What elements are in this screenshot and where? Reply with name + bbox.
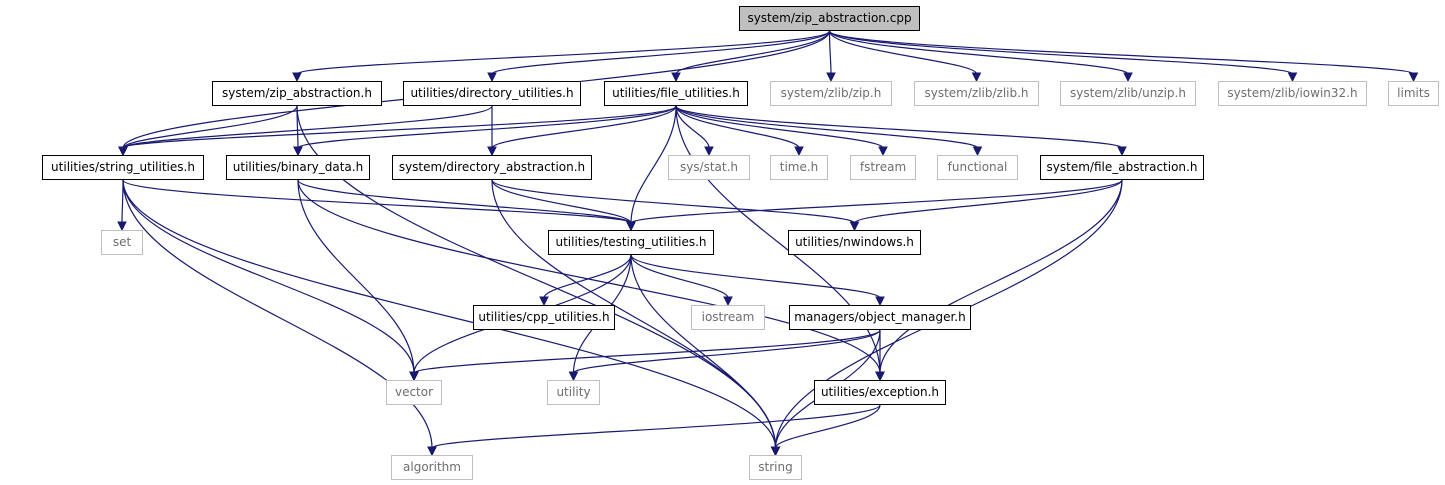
edge-file_util-to-sys_stat <box>675 105 710 149</box>
node-set[interactable]: set <box>101 230 143 255</box>
edge-test_util-to-cpp_util <box>543 254 632 299</box>
arrowhead-file_util-to-fstream <box>878 146 888 157</box>
node-iostream[interactable]: iostream <box>691 305 765 330</box>
node-zlib-unzip-h[interactable]: system/zlib/unzip.h <box>1060 81 1196 106</box>
node-limits[interactable]: limits <box>1388 81 1439 106</box>
edge-file_util-to-dir_abs <box>491 105 677 149</box>
arrowhead-root-to-file_util <box>671 72 681 83</box>
edge-dir_util-to-str_util <box>122 105 493 149</box>
arrowhead-root-to-zlib_zip <box>826 72 836 83</box>
arrowhead-file_util-to-sys_stat <box>704 146 714 157</box>
node-directory-utilities-h[interactable]: utilities/directory_utilities.h <box>403 81 581 106</box>
edge-file_util-to-fstream <box>675 105 884 149</box>
node-fstream[interactable]: fstream <box>850 155 916 180</box>
edge-exception-to-algorithm <box>431 404 881 449</box>
arrowhead-exception-to-string <box>770 446 781 457</box>
arrowhead-root-to-zlib_zlib <box>971 72 982 83</box>
edge-file_abs-to-exception <box>879 179 1123 374</box>
edge-zip_h-to-str_util <box>122 105 298 149</box>
edge-dir_abs-to-nwindows <box>491 179 856 224</box>
arrowhead-obj_mgr-to-exception <box>875 371 885 382</box>
node-zlib-zlib-h[interactable]: system/zlib/zlib.h <box>914 81 1039 106</box>
edge-obj_mgr-to-vector <box>413 329 881 374</box>
node-binary-data-h[interactable]: utilities/binary_data.h <box>226 155 370 180</box>
edge-root-to-zip_h <box>296 30 831 75</box>
arrowhead-root-to-zlib_unzip <box>1123 72 1133 83</box>
edge-str_util-to-vector <box>122 179 415 374</box>
node-time-h[interactable]: time.h <box>770 155 828 180</box>
edge-exception-to-string <box>774 404 881 449</box>
edge-test_util-to-iostream <box>630 254 729 299</box>
arrowhead-str_util-to-set <box>117 221 127 232</box>
edge-root-to-zlib_zip <box>828 30 832 75</box>
node-string-utilities-h[interactable]: utilities/string_utilities.h <box>42 155 204 180</box>
edge-test_util-to-obj_mgr <box>630 254 881 299</box>
edge-root-to-zlib_iowin <box>828 30 1294 75</box>
arrowhead-test_util-to-cpp_util <box>539 296 549 307</box>
edge-str_util-to-algorithm <box>122 179 433 449</box>
edge-file_util-to-exception <box>675 105 881 374</box>
arrowhead-root-to-dir_util <box>487 72 497 83</box>
arrowhead-root-to-zlib_iowin <box>1287 72 1298 83</box>
node-file-abstraction-h[interactable]: system/file_abstraction.h <box>1040 155 1204 180</box>
arrowhead-obj_mgr-to-vector <box>409 371 419 382</box>
node-file-utilities-h[interactable]: utilities/file_utilities.h <box>604 81 748 106</box>
node-functional[interactable]: functional <box>937 155 1018 180</box>
arrowhead-file_util-to-dir_abs <box>487 146 497 157</box>
edge-file_util-to-test_util <box>630 105 677 224</box>
edge-str_util-to-string <box>122 179 777 449</box>
node-vector[interactable]: vector <box>386 380 442 405</box>
arrowhead-file_util-to-str_util <box>118 146 128 157</box>
node-zlib-zip-h[interactable]: system/zlib/zip.h <box>770 81 892 106</box>
node-object-manager-h[interactable]: managers/object_manager.h <box>789 305 971 330</box>
edge-bin_data-to-vector <box>297 179 415 374</box>
edge-root-to-zlib_zlib <box>828 30 978 75</box>
edge-file_abs-to-nwindows <box>853 179 1123 224</box>
edge-str_util-to-test_util <box>122 179 632 224</box>
node-sys-stat-h[interactable]: sys/stat.h <box>668 155 750 180</box>
arrowhead-root-to-limits <box>1408 72 1419 83</box>
arrowhead-file_util-to-bin_data <box>293 146 303 157</box>
node-cpp-utilities-h[interactable]: utilities/cpp_utilities.h <box>473 305 615 330</box>
edge-obj_mgr-to-utility <box>572 329 881 374</box>
arrowhead-root-to-zip_h <box>292 72 302 83</box>
node-nwindows-h[interactable]: utilities/nwindows.h <box>788 230 921 255</box>
edge-bin_data-to-test_util <box>297 179 632 224</box>
arrowhead-exception-to-algorithm <box>427 446 437 457</box>
arrowhead-obj_mgr-to-utility <box>568 371 579 382</box>
arrowhead-test_util-to-iostream <box>723 296 733 307</box>
edge-root-to-dir_util <box>491 30 831 75</box>
arrowhead-file_abs-to-test_util <box>626 221 636 232</box>
edge-file_util-to-file_abs <box>675 105 1123 149</box>
node-zip-abstraction-h[interactable]: system/zip_abstraction.h <box>212 81 382 106</box>
edge-root-to-limits <box>828 30 1415 75</box>
arrowhead-file_util-to-file_abs <box>1117 146 1127 157</box>
node-zlib-iowin32-h[interactable]: system/zlib/iowin32.h <box>1218 81 1367 106</box>
edge-file_util-to-functional <box>675 105 979 149</box>
arrowhead-test_util-to-obj_mgr <box>875 296 885 307</box>
node-testing-utilities-h[interactable]: utilities/testing_utilities.h <box>548 230 714 255</box>
arrowhead-file_util-to-time_h <box>794 146 804 157</box>
arrowhead-file_util-to-functional <box>972 146 983 157</box>
node-string[interactable]: string <box>749 455 802 480</box>
node-algorithm[interactable]: algorithm <box>391 455 473 480</box>
edge-file_util-to-bin_data <box>297 105 677 149</box>
node-utility[interactable]: utility <box>547 380 600 405</box>
edge-dir_abs-to-test_util <box>491 179 632 224</box>
edge-root-to-zlib_unzip <box>828 30 1129 75</box>
edge-file_util-to-str_util <box>122 105 677 149</box>
edge-file_util-to-time_h <box>675 105 800 149</box>
edge-file_abs-to-test_util <box>630 179 1123 224</box>
arrowhead-file_abs-to-nwindows <box>849 221 860 232</box>
node-zip-abstraction-cpp[interactable]: system/zip_abstraction.cpp <box>739 6 920 31</box>
node-directory-abstraction-h[interactable]: system/directory_abstraction.h <box>392 155 592 180</box>
node-exception-h[interactable]: utilities/exception.h <box>814 380 946 405</box>
